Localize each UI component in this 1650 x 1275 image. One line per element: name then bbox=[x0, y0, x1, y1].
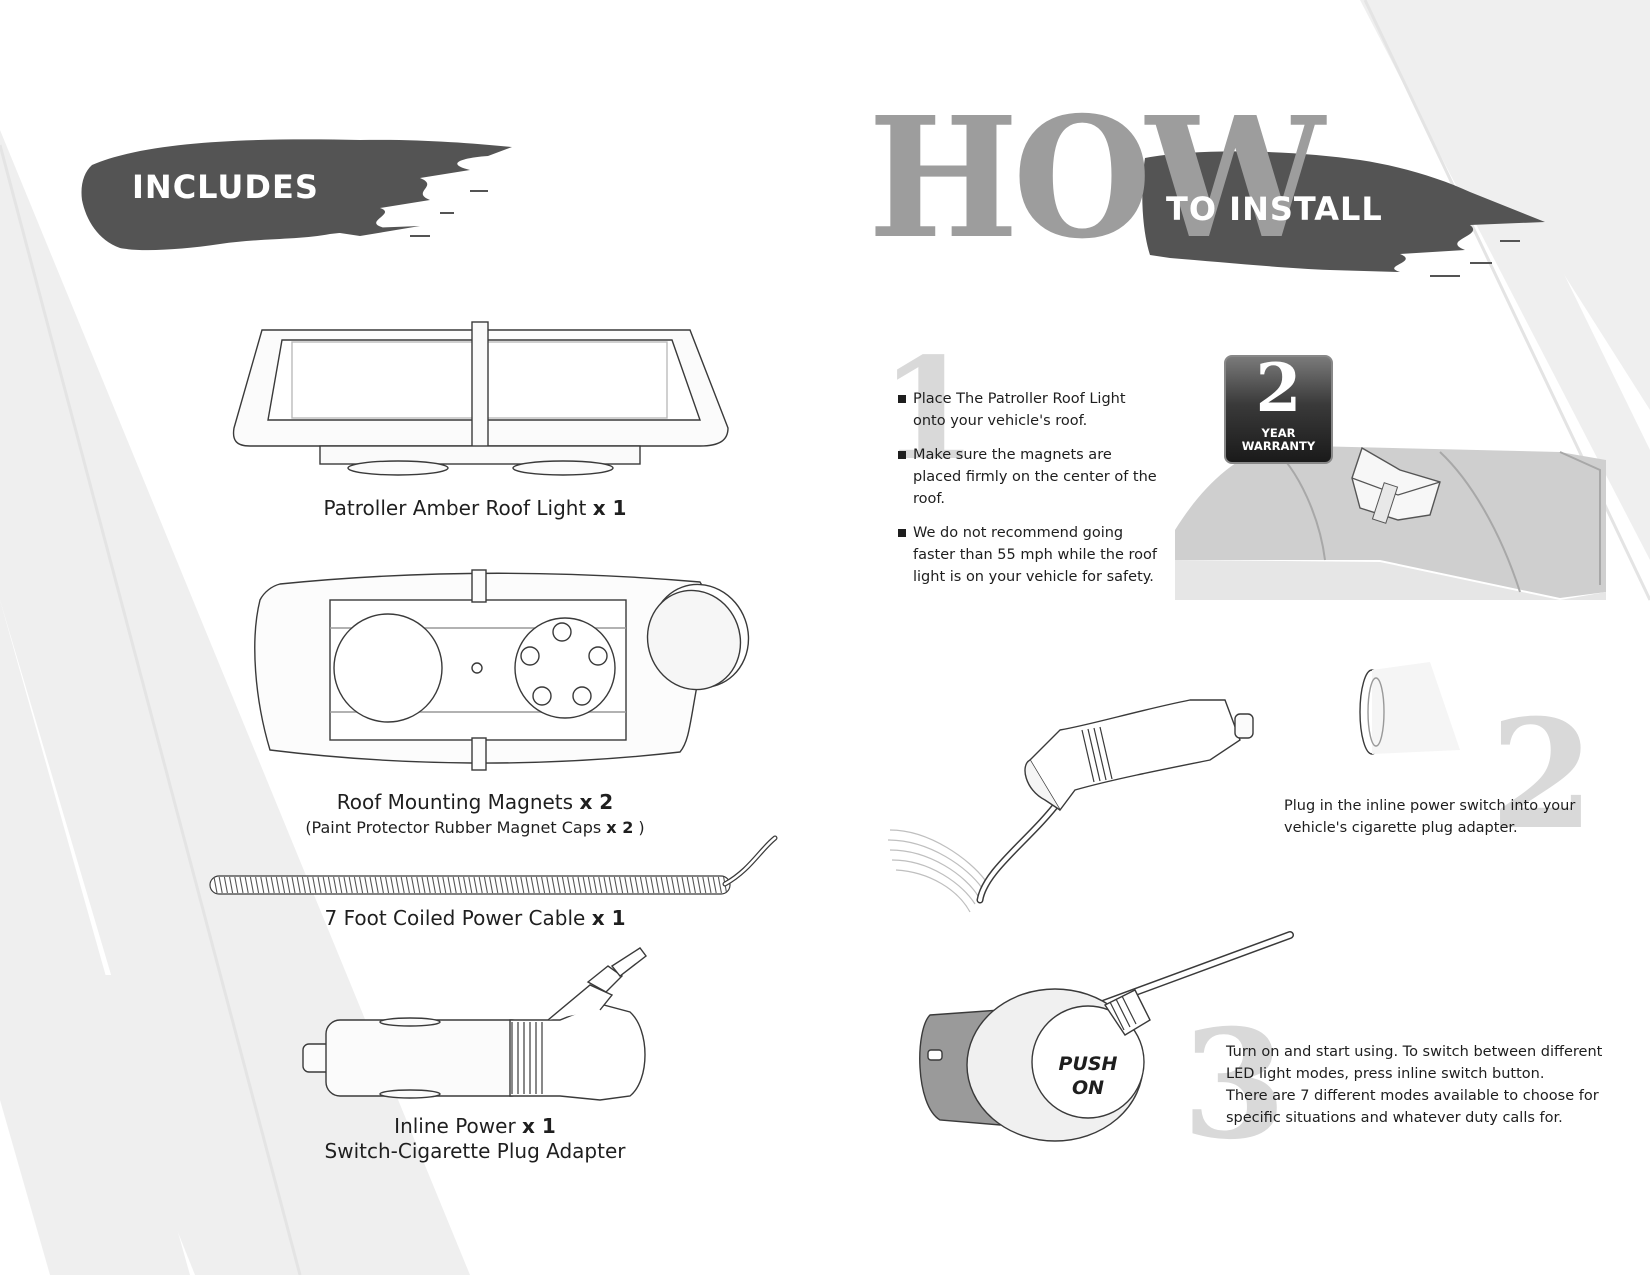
warranty-years: 2 bbox=[1255, 349, 1302, 427]
step3-line: specific situations and whatever duty ca… bbox=[1226, 1110, 1563, 1126]
item-sub-close: ) bbox=[638, 818, 645, 837]
roof-light-illustration bbox=[232, 321, 729, 476]
how-title: HOW bbox=[868, 81, 1325, 276]
includes-title: INCLUDES bbox=[132, 168, 319, 206]
step3-text: Turn on and start using. To switch betwe… bbox=[1226, 1041, 1602, 1129]
step2-line: Plug in the inline power switch into you… bbox=[1284, 798, 1576, 814]
install-brush-banner bbox=[1142, 151, 1545, 277]
step3-number: 3 bbox=[1182, 997, 1287, 1173]
include-item-plug-adapter: Inline Power x 1 Switch-Cigarette Plug A… bbox=[230, 1114, 720, 1164]
step3-switch-illustration bbox=[919, 931, 1294, 1142]
bullet-icon bbox=[898, 529, 906, 537]
item-sub-qty: x 2 bbox=[606, 818, 634, 837]
coiled-cable-illustration bbox=[209, 835, 778, 895]
car-roof-illustration bbox=[1175, 444, 1606, 600]
install-title: TO INSTALL bbox=[1166, 190, 1383, 228]
item-name-line2: Switch-Cigarette Plug Adapter bbox=[324, 1139, 626, 1163]
includes-brush-banner bbox=[81, 139, 513, 251]
on-label: ON bbox=[1071, 1077, 1105, 1099]
step2-plug-illustration bbox=[887, 662, 1460, 913]
step1-number: 1 bbox=[880, 328, 978, 492]
include-item-coiled-cable: 7 Foot Coiled Power Cable x 1 bbox=[230, 906, 720, 930]
push-on-button-label: PUSH ON bbox=[1050, 1052, 1126, 1100]
step1-bullet-list: Place The Patroller Roof Light onto your… bbox=[898, 388, 1158, 600]
step2-text: Plug in the inline power switch into you… bbox=[1284, 795, 1575, 839]
push-label: PUSH bbox=[1058, 1053, 1118, 1075]
item-name: Inline Power bbox=[394, 1114, 516, 1138]
step3-line: There are 7 different modes available to… bbox=[1226, 1088, 1599, 1104]
magnets-illustration bbox=[254, 569, 750, 771]
item-qty: x 2 bbox=[579, 790, 614, 814]
item-name: 7 Foot Coiled Power Cable bbox=[324, 906, 586, 930]
step3-line: LED light modes, press inline switch but… bbox=[1226, 1066, 1545, 1082]
item-qty: x 1 bbox=[591, 906, 626, 930]
step1-bullet: Place The Patroller Roof Light onto your… bbox=[898, 388, 1158, 432]
item-name: Patroller Amber Roof Light bbox=[323, 496, 587, 520]
include-item-magnet-caps: (Paint Protector Rubber Magnet Caps x 2 … bbox=[230, 818, 720, 837]
step3-line: Turn on and start using. To switch betwe… bbox=[1226, 1044, 1603, 1060]
item-sub-text: (Paint Protector Rubber Magnet Caps bbox=[305, 818, 602, 837]
include-item-magnets: Roof Mounting Magnets x 2 bbox=[230, 790, 720, 814]
plug-adapter-illustration bbox=[302, 947, 647, 1101]
step2-number: 2 bbox=[1490, 687, 1595, 863]
bullet-icon bbox=[898, 395, 906, 403]
item-qty: x 1 bbox=[592, 496, 627, 520]
bullet-icon bbox=[898, 451, 906, 459]
item-name: Roof Mounting Magnets bbox=[336, 790, 574, 814]
step2-line: vehicle's cigarette plug adapter. bbox=[1284, 820, 1518, 836]
warranty-year-label: YEAR bbox=[1261, 426, 1296, 440]
step1-bullet: We do not recommend going faster than 55… bbox=[898, 522, 1158, 588]
item-qty: x 1 bbox=[522, 1114, 556, 1138]
include-item-roof-light: Patroller Amber Roof Light x 1 bbox=[230, 496, 720, 520]
warranty-badge: 2 YEAR WARRANTY bbox=[1224, 355, 1333, 464]
warranty-label: WARRANTY bbox=[1241, 439, 1316, 453]
step1-bullet: Make sure the magnets are placed firmly … bbox=[898, 444, 1158, 510]
